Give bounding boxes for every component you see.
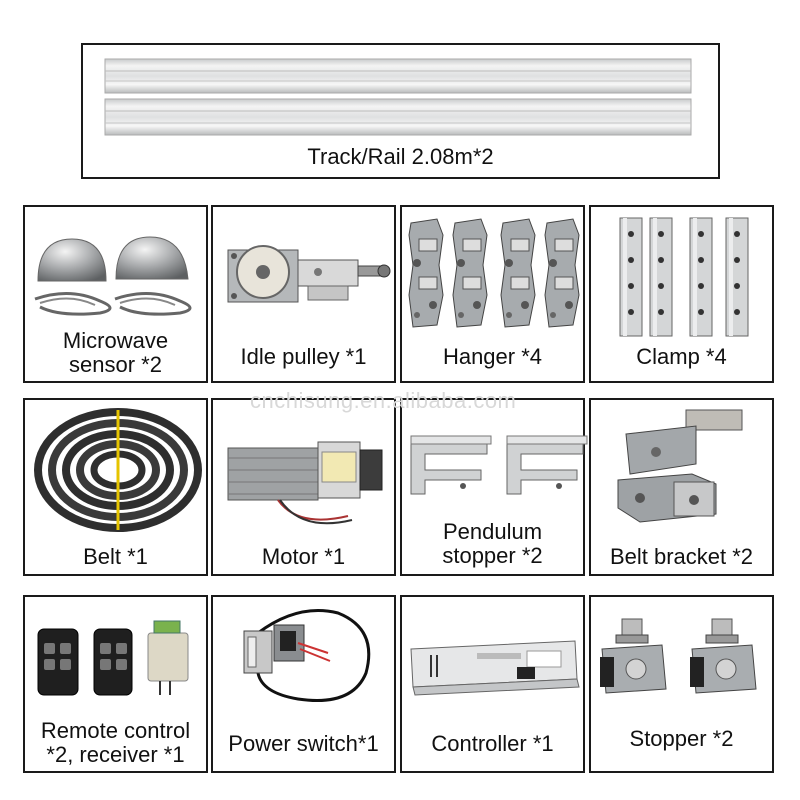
belt-label: Belt *1 xyxy=(83,544,148,569)
belt-bracket-label: Belt bracket *2 xyxy=(609,544,754,569)
clamp-image xyxy=(619,217,749,337)
motor-label: Motor *1 xyxy=(261,544,346,569)
controller-panel: Controller *1 xyxy=(400,595,585,773)
idle-pulley-image xyxy=(227,245,391,303)
microwave-sensor-image xyxy=(34,236,192,316)
hanger-image xyxy=(408,218,580,328)
remote-control-image xyxy=(37,620,189,696)
pendulum-stopper-panel: Pendulum stopper *2 xyxy=(400,398,588,576)
clamp-panel: Clamp *4 xyxy=(589,205,774,383)
stopper-image xyxy=(600,618,757,694)
power-switch-label: Power switch*1 xyxy=(228,731,379,756)
belt-panel: Belt *1 xyxy=(23,398,208,576)
idle-pulley-panel: Idle pulley *1 xyxy=(211,205,396,383)
controller-image xyxy=(410,640,580,696)
microwave-sensor-label-line2: sensor *2 xyxy=(69,352,162,377)
microwave-sensor-panel: Microwave sensor *2 xyxy=(23,205,208,383)
stopper-label: Stopper *2 xyxy=(629,726,734,751)
microwave-sensor-label-line1: Microwave xyxy=(62,328,169,353)
motor-panel: Motor *1 xyxy=(211,398,396,576)
clamp-label: Clamp *4 xyxy=(636,344,727,369)
remote-control-label-line2: *2, receiver *1 xyxy=(46,742,185,767)
controller-label: Controller *1 xyxy=(431,731,554,756)
track-rail-label: Track/Rail 2.08m*2 xyxy=(307,144,494,169)
track-rail-image xyxy=(104,58,692,136)
belt-bracket-image xyxy=(617,409,743,523)
stopper-panel: Stopper *2 xyxy=(589,595,774,773)
pendulum-stopper-label-line1: Pendulum xyxy=(442,519,543,544)
remote-control-label-line1: Remote control xyxy=(40,718,191,743)
remote-control-label: Remote control *2, receiver *1 xyxy=(25,719,206,767)
belt-bracket-panel: Belt bracket *2 xyxy=(589,398,774,576)
pendulum-stopper-label: Pendulum stopper *2 xyxy=(402,520,583,568)
watermark-text: cnchisung.en.alibaba.com xyxy=(250,388,517,413)
track-rail-panel: Track/Rail 2.08m*2 xyxy=(81,43,720,179)
power-switch-image xyxy=(243,609,371,703)
microwave-sensor-label: Microwave sensor *2 xyxy=(25,329,206,377)
remote-control-panel: Remote control *2, receiver *1 xyxy=(23,595,208,773)
pendulum-stopper-image xyxy=(410,435,588,495)
idle-pulley-label: Idle pulley *1 xyxy=(240,344,367,369)
motor-image xyxy=(227,441,383,525)
power-switch-panel: Power switch*1 xyxy=(211,595,396,773)
hanger-label: Hanger *4 xyxy=(442,344,543,369)
belt-image xyxy=(34,408,202,532)
pendulum-stopper-label-line2: stopper *2 xyxy=(442,543,543,568)
hanger-panel: Hanger *4 xyxy=(400,205,585,383)
